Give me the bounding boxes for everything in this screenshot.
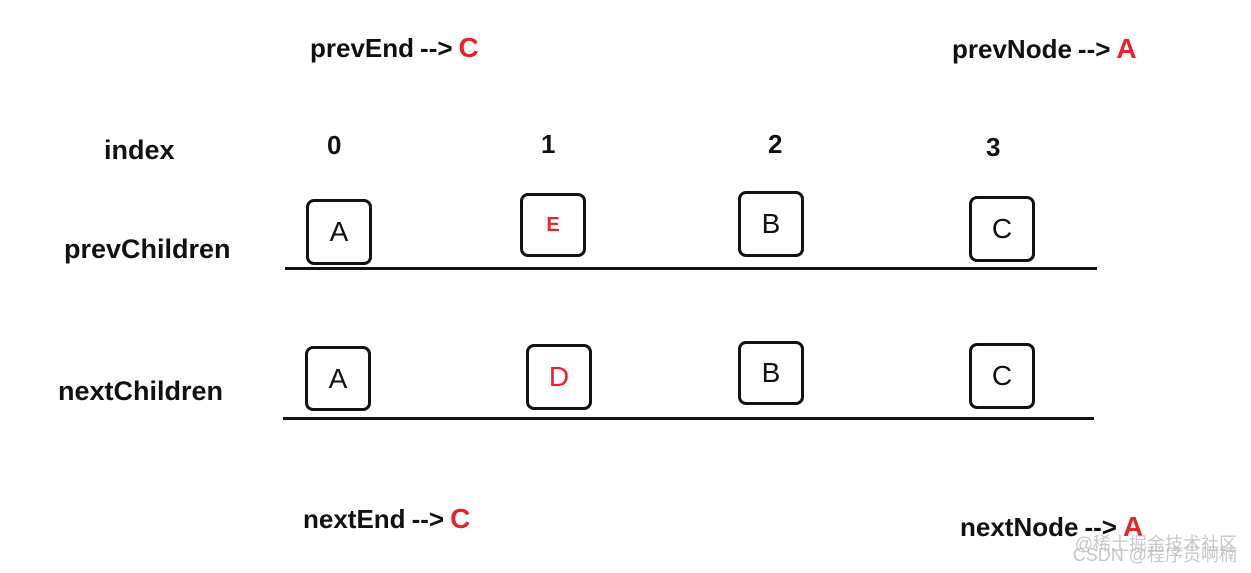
index-value-1: 1	[541, 129, 556, 159]
next-children-baseline	[283, 417, 1094, 420]
next-node-label: nextNode	[960, 512, 1079, 542]
index-value-3: 3	[986, 132, 1001, 162]
watermark-line-1: @稀土掘金技术社区	[1074, 534, 1237, 554]
prev-node-arrow: -->	[1077, 34, 1111, 64]
next-end-pointer: nextEnd-->C	[303, 505, 470, 533]
prev-end-pointer: prevEnd-->C	[310, 34, 479, 62]
next-end-label: nextEnd	[303, 504, 406, 534]
next-node-value: A	[1122, 511, 1144, 542]
next-end-arrow: -->	[411, 504, 445, 534]
prev-node-box: E	[520, 193, 586, 257]
next-node-box: C	[969, 343, 1035, 409]
next-node-arrow: -->	[1084, 512, 1117, 542]
prev-end-value: C	[458, 32, 479, 63]
prev-end-arrow: -->	[420, 33, 453, 63]
prev-end-label: prevEnd	[310, 33, 415, 63]
prev-node-box: C	[969, 196, 1035, 262]
prev-children-label: prevChildren	[64, 234, 231, 264]
prev-children-baseline	[285, 267, 1097, 270]
watermark: @稀土掘金技术社区 CSDN @程序员啊楠	[1073, 535, 1237, 565]
index-value-0: 0	[327, 130, 342, 160]
prev-node-pointer: prevNode-->A	[952, 35, 1137, 63]
watermark-line-2: CSDN @程序员啊楠	[1072, 544, 1237, 565]
next-node-box: A	[305, 346, 371, 411]
next-children-label: nextChildren	[58, 376, 224, 406]
index-value-2: 2	[768, 129, 783, 159]
next-node-box: D	[526, 344, 592, 410]
prev-node-value: A	[1116, 33, 1137, 64]
next-node-pointer: nextNode-->A	[960, 513, 1143, 541]
prev-node-box: B	[738, 191, 804, 257]
prev-node-box: A	[306, 199, 372, 265]
prev-node-label: prevNode	[952, 34, 1072, 64]
next-end-value: C	[450, 503, 471, 534]
index-label: index	[104, 135, 175, 165]
next-node-box: B	[738, 341, 804, 405]
